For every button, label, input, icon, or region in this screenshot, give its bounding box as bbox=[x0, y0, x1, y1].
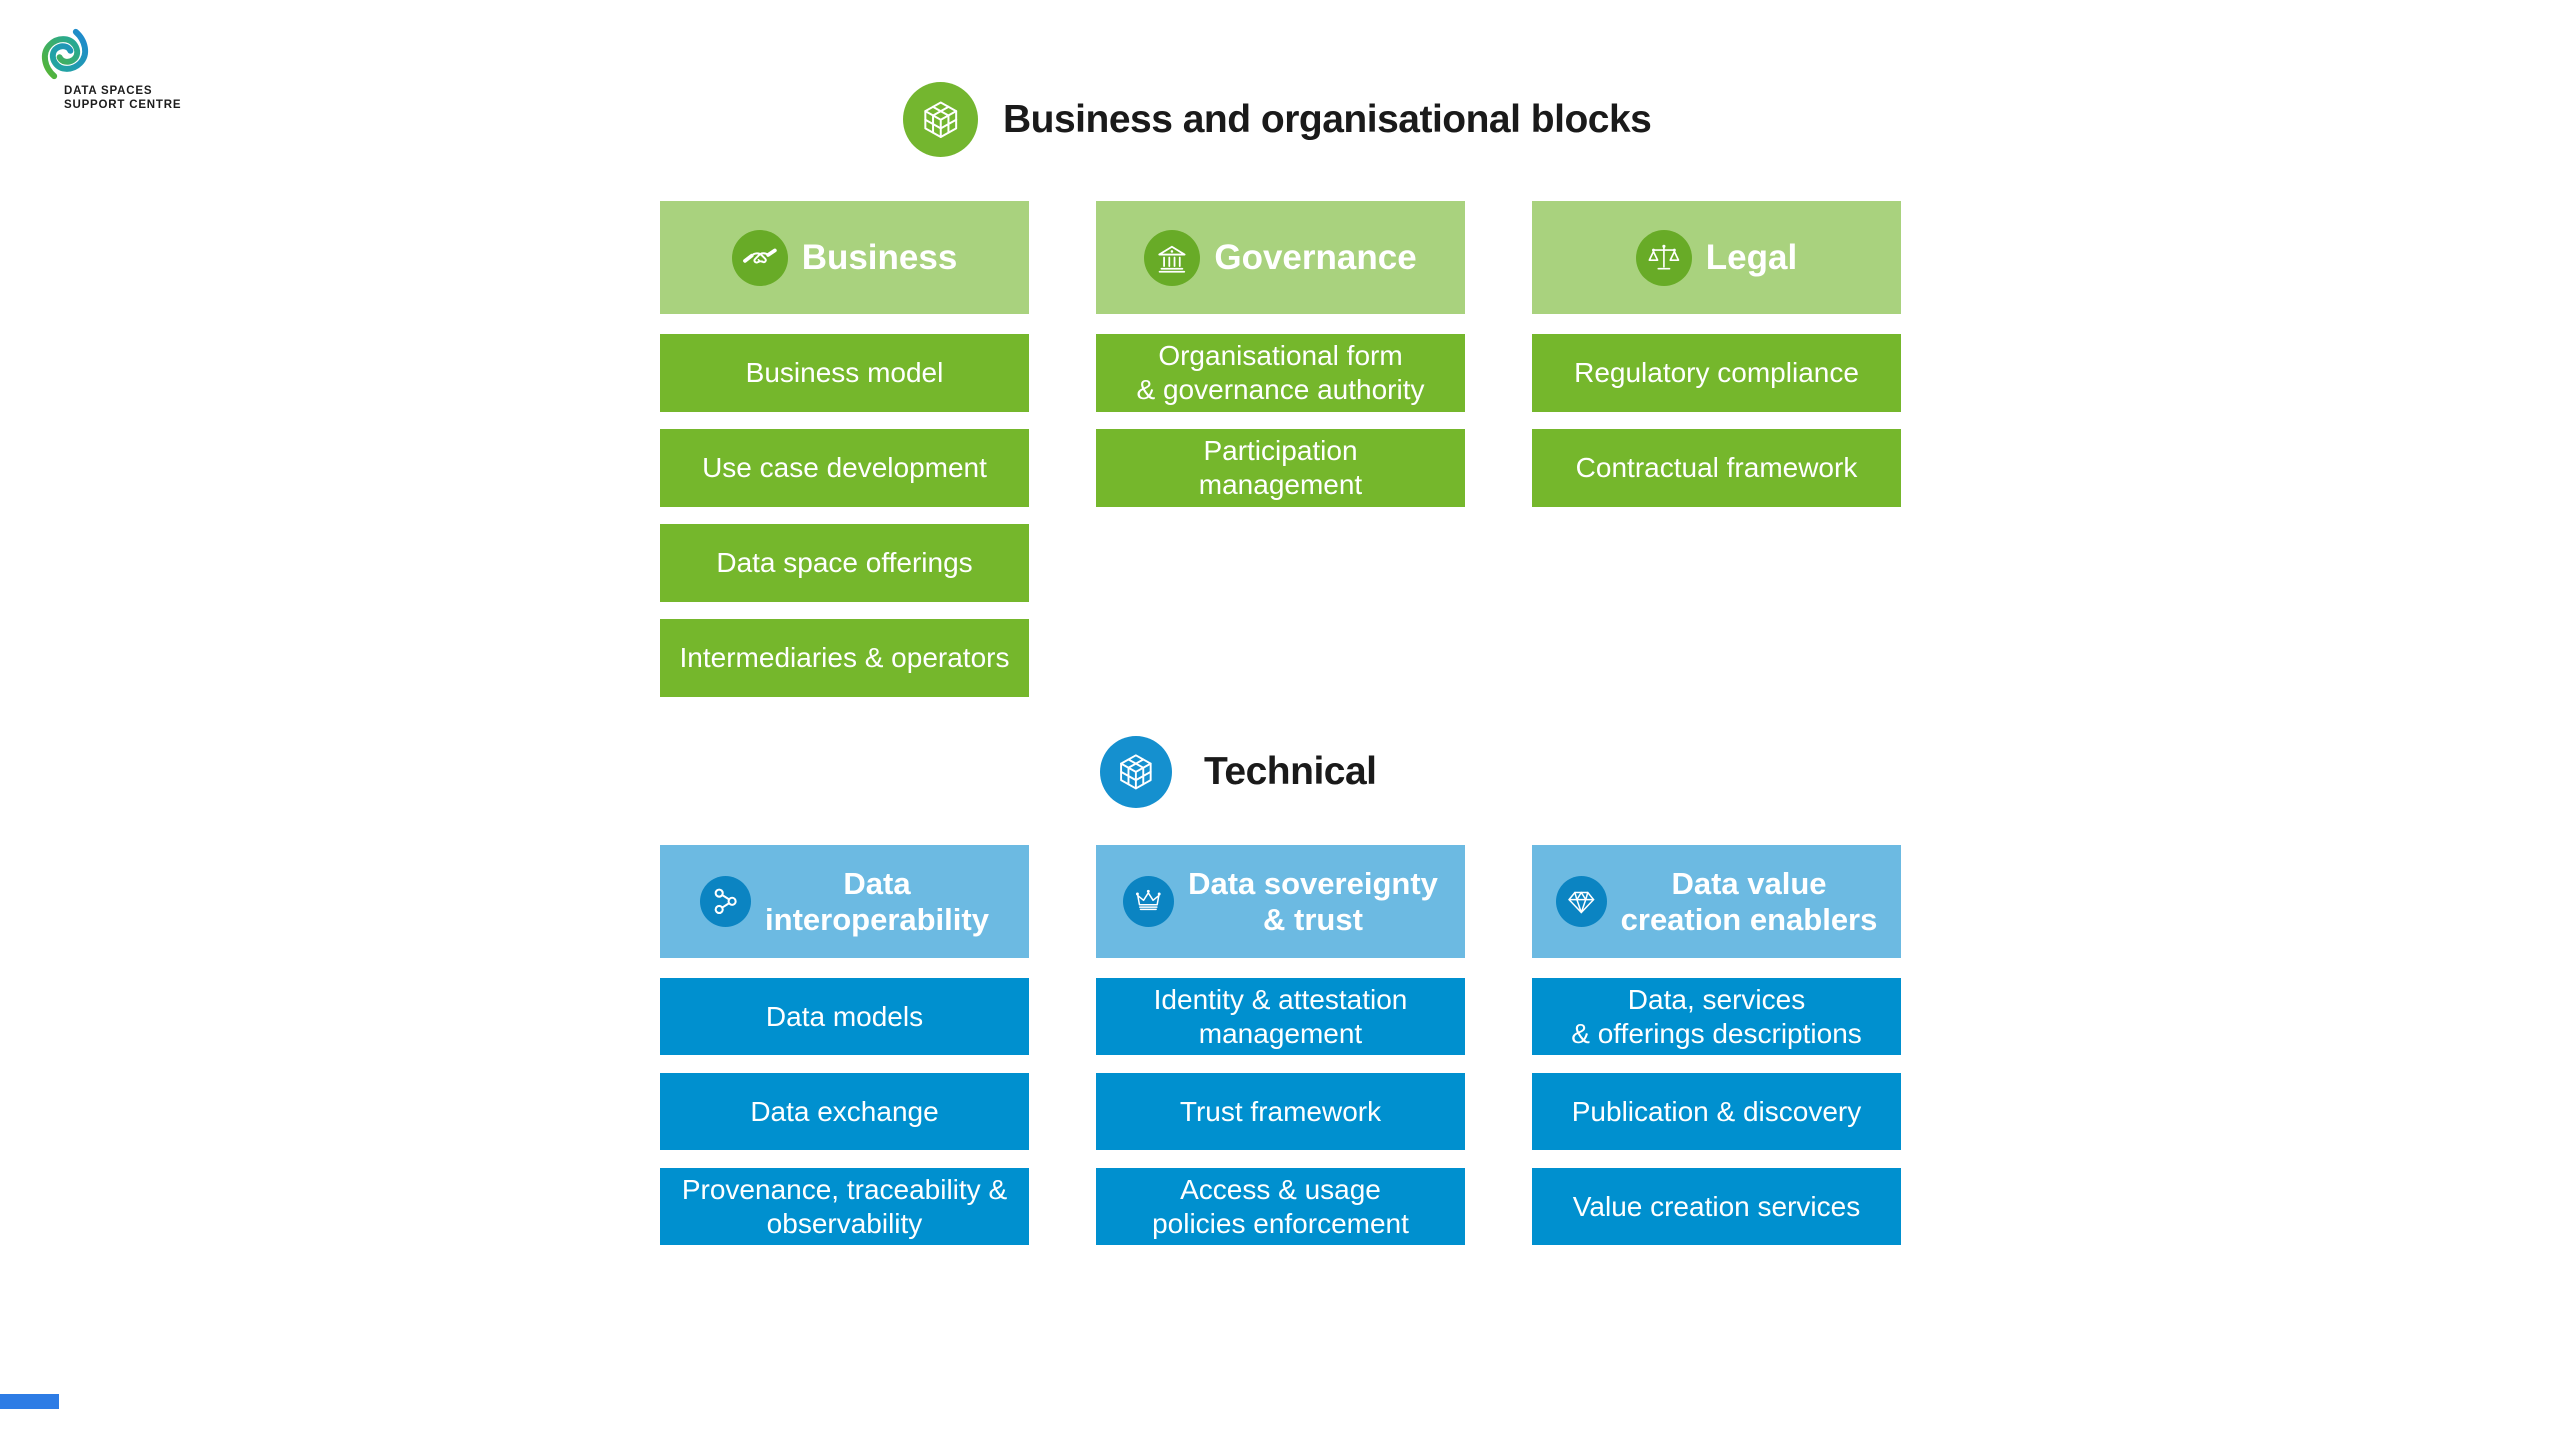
block-value-creation-services: Value creation services bbox=[1532, 1168, 1901, 1245]
share-nodes-icon bbox=[700, 876, 752, 927]
logo-line2: SUPPORT CENTRE bbox=[64, 98, 182, 111]
block-data-models: Data models bbox=[660, 978, 1029, 1055]
block-contractual-framework: Contractual framework bbox=[1532, 429, 1901, 507]
business-blocks-grid: Business Business model Use case develop… bbox=[660, 201, 1901, 697]
cube-icon bbox=[1100, 736, 1172, 808]
block-business-model: Business model bbox=[660, 334, 1029, 412]
dssc-logo: DATA SPACES SUPPORT CENTRE bbox=[38, 24, 181, 112]
page-title: Business and organisational blocks bbox=[1003, 97, 1652, 141]
column-header-data-interoperability: Data interoperability bbox=[660, 845, 1029, 958]
column-rows: Data models Data exchange Provenance, tr… bbox=[660, 978, 1029, 1245]
column-data-interoperability: Data interoperability Data models Data e… bbox=[660, 845, 1029, 1245]
block-provenance-traceability: Provenance, traceability & observability bbox=[660, 1168, 1029, 1245]
dssc-swirl-icon bbox=[41, 28, 89, 80]
column-rows: Identity & attestation management Trust … bbox=[1096, 978, 1465, 1245]
section-title-technical: Technical bbox=[1100, 736, 1377, 808]
column-title: Governance bbox=[1214, 237, 1417, 277]
block-regulatory-compliance: Regulatory compliance bbox=[1532, 334, 1901, 412]
column-data-sovereignty-trust: Data sovereignty & trust Identity & atte… bbox=[1096, 845, 1465, 1245]
block-use-case-development: Use case development bbox=[660, 429, 1029, 507]
handshake-icon bbox=[731, 229, 788, 286]
scales-icon bbox=[1635, 229, 1692, 286]
column-rows: Regulatory compliance Contractual framew… bbox=[1532, 334, 1901, 507]
column-legal: Legal Regulatory compliance Contractual … bbox=[1532, 201, 1901, 507]
block-access-usage-policies: Access & usage policies enforcement bbox=[1096, 1168, 1465, 1245]
page-indicator-bar bbox=[0, 1394, 59, 1409]
column-title: Data value creation enablers bbox=[1620, 865, 1878, 937]
logo-line1: DATA SPACES bbox=[64, 85, 153, 97]
section-title-business: Business and organisational blocks bbox=[903, 82, 1652, 157]
block-data-space-offerings: Data space offerings bbox=[660, 524, 1029, 602]
column-header-data-value: Data value creation enablers bbox=[1532, 845, 1901, 958]
block-participation-management: Participation management bbox=[1096, 429, 1465, 507]
block-identity-attestation: Identity & attestation management bbox=[1096, 978, 1465, 1055]
column-rows: Business model Use case development Data… bbox=[660, 334, 1029, 697]
logo-wordmark: DATA SPACES SUPPORT CENTRE bbox=[64, 85, 181, 112]
section-title-text: Technical bbox=[1204, 750, 1377, 793]
diamond-icon bbox=[1555, 876, 1607, 927]
block-publication-discovery: Publication & discovery bbox=[1532, 1073, 1901, 1150]
block-organisational-form: Organisational form & governance authori… bbox=[1096, 334, 1465, 412]
column-rows: Organisational form & governance authori… bbox=[1096, 334, 1465, 507]
technical-blocks-grid: Data interoperability Data models Data e… bbox=[660, 845, 1901, 1245]
bank-icon bbox=[1144, 229, 1201, 286]
block-data-services-offerings: Data, services & offerings descriptions bbox=[1532, 978, 1901, 1055]
column-title: Business bbox=[801, 237, 958, 277]
block-trust-framework: Trust framework bbox=[1096, 1073, 1465, 1150]
column-header-business: Business bbox=[660, 201, 1029, 314]
block-data-exchange: Data exchange bbox=[660, 1073, 1029, 1150]
column-rows: Data, services & offerings descriptions … bbox=[1532, 978, 1901, 1245]
cube-icon bbox=[903, 82, 978, 157]
block-intermediaries-operators: Intermediaries & operators bbox=[660, 619, 1029, 697]
column-header-governance: Governance bbox=[1096, 201, 1465, 314]
column-title: Data interoperability bbox=[765, 865, 989, 937]
column-title: Legal bbox=[1705, 237, 1798, 277]
column-data-value-creation: Data value creation enablers Data, servi… bbox=[1532, 845, 1901, 1245]
column-business: Business Business model Use case develop… bbox=[660, 201, 1029, 697]
column-title: Data sovereignty & trust bbox=[1188, 865, 1438, 937]
column-governance: Governance Organisational form & governa… bbox=[1096, 201, 1465, 507]
column-header-data-sovereignty: Data sovereignty & trust bbox=[1096, 845, 1465, 958]
crown-icon bbox=[1123, 876, 1175, 927]
column-header-legal: Legal bbox=[1532, 201, 1901, 314]
